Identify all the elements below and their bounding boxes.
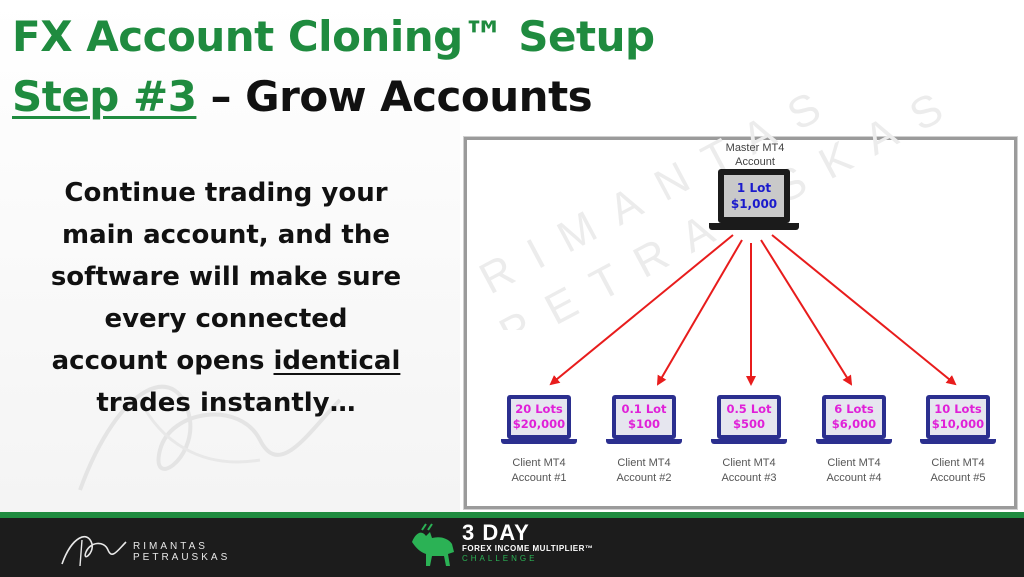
- step-title: – Grow Accounts: [196, 72, 593, 121]
- master-label-line-2: Account: [735, 156, 775, 168]
- laptop-icon: 20 Lots $20,000: [507, 395, 571, 439]
- page-subtitle: Step #3 – Grow Accounts: [12, 72, 593, 121]
- challenge-logo: 3 DAY FOREX INCOME MULTIPLIER™ CHALLENGE: [462, 522, 593, 564]
- laptop-base: [501, 439, 577, 444]
- identical-emphasis: identical: [273, 346, 401, 376]
- laptop-icon: 0.1 Lot $100: [612, 395, 676, 439]
- client-label-line-2: Account #3: [721, 472, 777, 484]
- client-label-line-1: Client MT4: [617, 457, 671, 469]
- client-balance: $6,000: [831, 417, 877, 431]
- client-label: Client MT4 Account #1: [484, 456, 594, 486]
- logo-line-2: FOREX INCOME MULTIPLIER™: [462, 544, 594, 553]
- signature-logo-icon: [61, 536, 127, 567]
- body-line-5-text: account opens: [51, 346, 274, 376]
- signature-watermark: [78, 384, 342, 491]
- body-text: Continue trading your main account, and …: [22, 172, 430, 424]
- step-number: Step #3: [12, 72, 197, 121]
- arrow-to-account-4: [760, 239, 853, 386]
- master-account-label: Master MT4 Account: [700, 141, 810, 169]
- body-line-5: account opens identical: [22, 340, 430, 382]
- client-label-line-1: Client MT4: [827, 457, 881, 469]
- body-line-6: trades instantly…: [96, 388, 356, 418]
- client-label: Client MT4 Account #2: [589, 456, 699, 486]
- client-balance: $20,000: [512, 417, 566, 431]
- client-lots: 20 Lots: [515, 402, 563, 416]
- client-label-line-1: Client MT4: [931, 457, 985, 469]
- laptop-base: [920, 439, 996, 444]
- client-lots: 6 Lots: [834, 402, 874, 416]
- page-title: FX Account Cloning™ Setup: [12, 12, 655, 61]
- client-label: Client MT4 Account #3: [694, 456, 804, 486]
- logo-line-3: CHALLENGE: [462, 554, 538, 563]
- body-line-4: every connected: [104, 304, 348, 334]
- footer-stripe: [0, 512, 1024, 518]
- client-label-line-1: Client MT4: [512, 457, 566, 469]
- master-label-line-1: Master MT4: [725, 142, 785, 154]
- laptop-base: [711, 439, 787, 444]
- arrow-to-account-5: [771, 234, 957, 386]
- client-label-line-2: Account #1: [511, 472, 567, 484]
- laptop-icon: 0.5 Lot $500: [717, 395, 781, 439]
- left-background: [0, 0, 470, 512]
- brand-line-2: PETRAUSKAS: [133, 552, 231, 563]
- arrow-to-account-1: [549, 234, 734, 386]
- laptop-base: [709, 223, 799, 230]
- client-label-line-1: Client MT4: [722, 457, 776, 469]
- bull-icon: [412, 523, 454, 566]
- laptop-icon: 6 Lots $6,000: [822, 395, 886, 439]
- body-line-3: software will make sure: [50, 262, 402, 292]
- client-label-line-2: Account #2: [616, 472, 672, 484]
- client-balance: $500: [732, 417, 765, 431]
- arrow-to-account-2: [656, 239, 743, 386]
- client-label-line-2: Account #4: [826, 472, 882, 484]
- body-line-2: main account, and the: [61, 220, 390, 250]
- client-label: Client MT4 Account #4: [799, 456, 909, 486]
- master-balance: $1,000: [730, 197, 778, 211]
- logo-line-1: 3 DAY: [462, 520, 530, 545]
- brand-line-1: RIMANTAS: [133, 541, 208, 552]
- master-lots: 1 Lot: [736, 181, 772, 195]
- client-label: Client MT4 Account #5: [903, 456, 1013, 486]
- client-lots: 0.5 Lot: [726, 402, 772, 416]
- brand-name: RIMANTAS PETRAUSKAS: [133, 541, 230, 563]
- laptop-base: [816, 439, 892, 444]
- client-lots: 10 Lots: [934, 402, 982, 416]
- laptop-base: [606, 439, 682, 444]
- body-line-1: Continue trading your: [64, 178, 388, 208]
- client-balance: $100: [627, 417, 660, 431]
- client-lots: 0.1 Lot: [621, 402, 667, 416]
- laptop-icon: 10 Lots $10,000: [926, 395, 990, 439]
- client-label-line-2: Account #5: [930, 472, 986, 484]
- laptop-icon: 1 Lot $1,000: [718, 169, 790, 223]
- client-balance: $10,000: [931, 417, 985, 431]
- footer-bar: [0, 518, 1024, 577]
